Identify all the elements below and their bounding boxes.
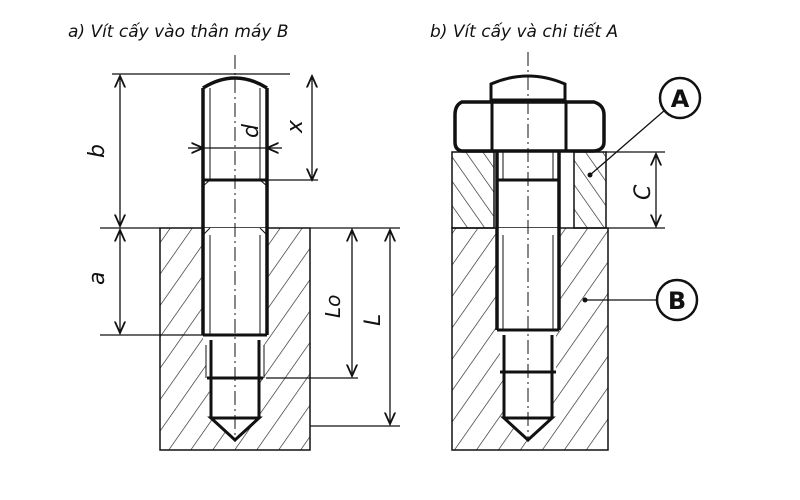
dimension-label-l: L	[361, 314, 386, 326]
part-a-section	[451, 151, 607, 229]
figure-b-drawing: C A B	[451, 52, 702, 451]
stud-bolt-b	[495, 52, 561, 443]
dimension-label-x: x	[283, 119, 308, 134]
callout-label-a: A	[671, 85, 690, 113]
callout-label-b: B	[668, 287, 686, 315]
dimension-lines-a	[100, 73, 400, 427]
dimension-label-b: b	[85, 144, 110, 158]
dimension-label-c: C	[631, 184, 656, 200]
callout-b: B	[655, 278, 699, 322]
leader-dot-a	[587, 172, 593, 178]
dimension-lines-b	[585, 109, 666, 301]
dimension-label-d: d	[239, 123, 264, 138]
dimension-label-l0: Lo	[321, 295, 345, 318]
dimension-label-a: a	[85, 272, 110, 285]
leader-dot-b	[582, 297, 588, 303]
stud-bolt-a	[201, 55, 269, 443]
callout-a: A	[658, 76, 702, 120]
hex-nut	[453, 74, 606, 153]
caption-figure-b: b) Vít cấy và chi tiết A	[430, 22, 619, 42]
caption-figure-a: a) Vít cấy vào thân máy B	[68, 22, 289, 42]
figure-a-drawing: b a d x Lo L	[85, 55, 400, 451]
